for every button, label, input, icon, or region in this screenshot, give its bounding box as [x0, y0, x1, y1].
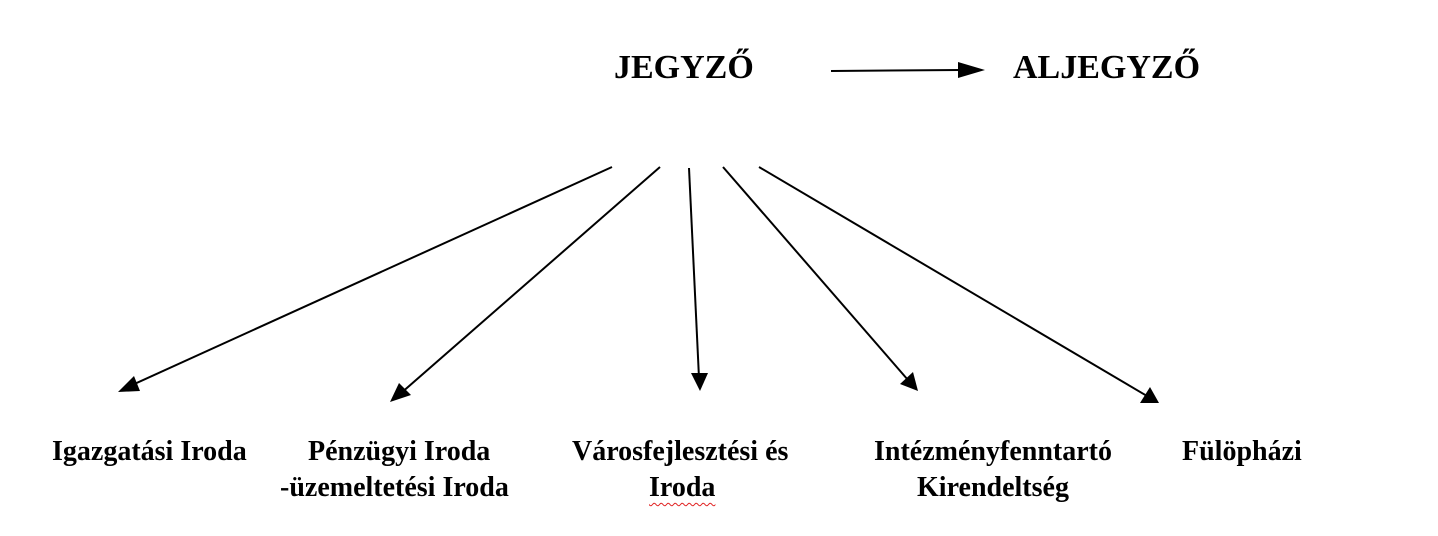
node-jegyzo: JEGYZŐ — [614, 49, 754, 86]
node-label-line1: Városfejlesztési és — [572, 436, 789, 467]
node-label-line1: Igazgatási Iroda — [52, 436, 247, 467]
arrow-to-fulophazi — [758, 166, 1148, 397]
arrow-to-igazgatasi — [129, 166, 613, 387]
node-label-line2: -üzemeltetési Iroda — [280, 472, 509, 503]
node-label-line1: Pénzügyi Iroda — [308, 436, 491, 467]
arrow-to-varosfejlesztesi — [688, 167, 700, 379]
node-varosfejlesztesi-iroda: Városfejlesztési és Iroda — [572, 434, 832, 506]
node-label-line1: Intézményfenntartó — [874, 436, 1112, 467]
node-intezmenyfenntarto-kirendeltseg: Intézményfenntartó Kirendeltség — [852, 434, 1134, 506]
node-label-line2: Kirendeltség — [917, 472, 1069, 503]
arrow-jegyzo-to-aljegyzo — [830, 69, 961, 72]
node-igazgatasi-iroda: Igazgatási Iroda — [52, 434, 247, 470]
arrow-to-penzugyi — [399, 166, 661, 395]
node-aljegyzo: ALJEGYZŐ — [1013, 49, 1201, 86]
node-penzugyi-iroda: Pénzügyi Iroda -üzemeltetési Iroda — [270, 434, 560, 506]
node-label-line1: Fülöpházi — [1182, 436, 1302, 467]
node-label-line2: Iroda — [649, 472, 716, 503]
arrow-to-intezmenyfenntarto — [722, 166, 909, 381]
node-fulophazi: Fülöpházi — [1182, 434, 1302, 470]
